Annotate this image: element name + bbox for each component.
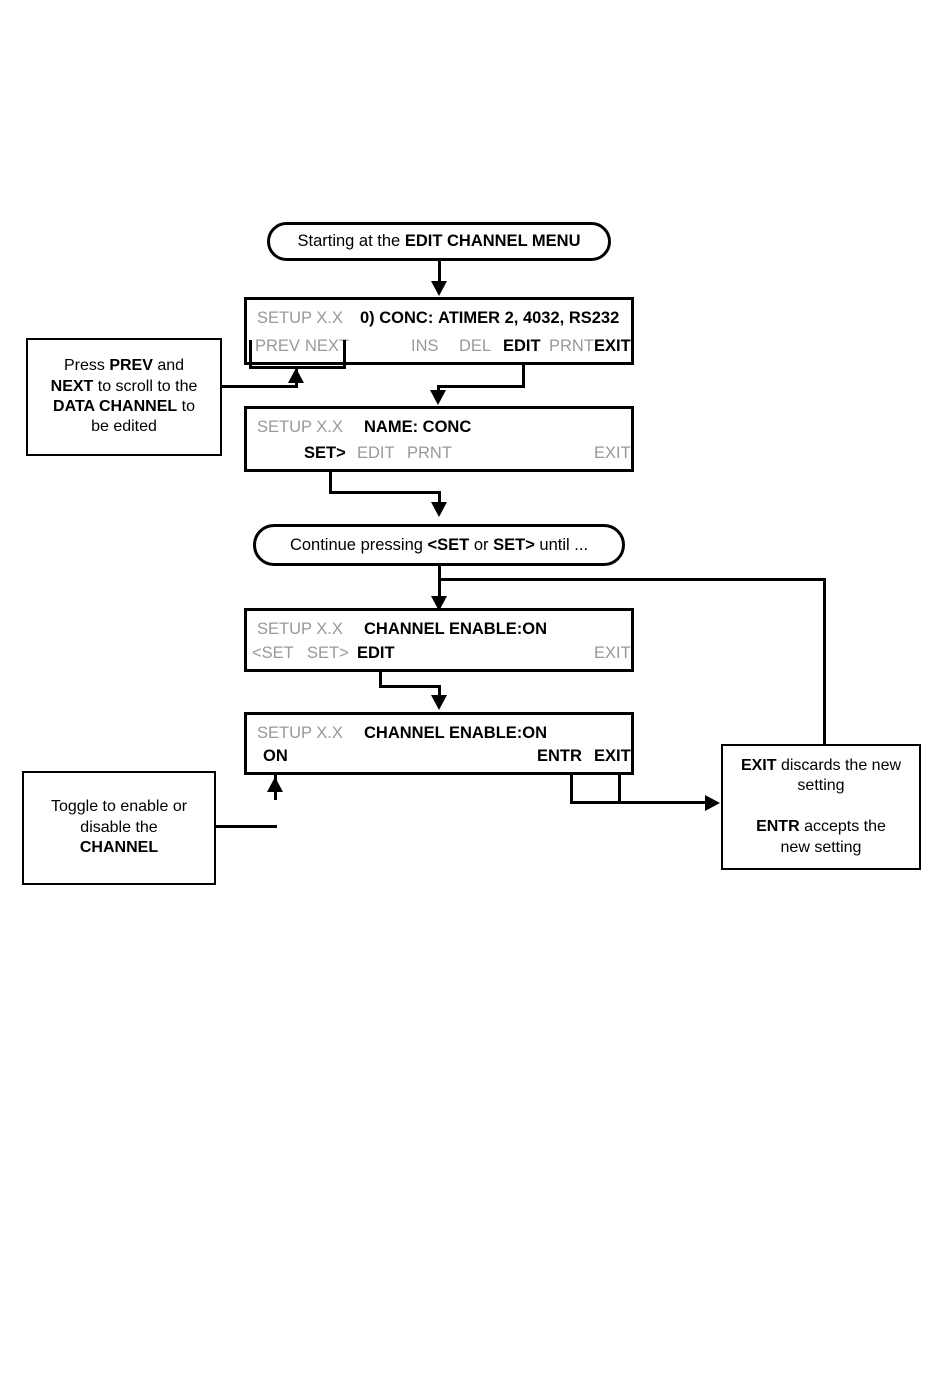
softkey-edit-name[interactable]: EDIT bbox=[357, 444, 395, 462]
softkey-prev[interactable]: PREV bbox=[255, 337, 300, 355]
display-channel-enable[interactable]: SETUP X.X CHANNEL ENABLE:ON <SET SET> ED… bbox=[244, 608, 634, 672]
display-conc[interactable]: SETUP X.X 0) CONC: ATIMER 2, 4032, RS232… bbox=[244, 297, 634, 365]
start-oval-text: Starting at the EDIT CHANNEL MENU bbox=[297, 232, 581, 250]
display-channel-enable-edit[interactable]: SETUP X.X CHANNEL ENABLE:ON ON ENTR EXIT bbox=[244, 712, 634, 775]
softkey-exit-name[interactable]: EXIT bbox=[594, 444, 631, 462]
bracket-prevnext-right bbox=[343, 340, 346, 369]
arrowhead-down-to-continue bbox=[431, 502, 447, 517]
connector-set-down-2 bbox=[438, 491, 441, 508]
softkey-exit-chanen[interactable]: EXIT bbox=[594, 644, 631, 662]
start-oval: Starting at the EDIT CHANNEL MENU bbox=[267, 222, 611, 261]
display-conc-title-value: ATIMER 2, 4032, RS232 bbox=[438, 309, 620, 327]
softkey-set-next-chanen[interactable]: SET> bbox=[307, 644, 349, 662]
softkey-edit[interactable]: EDIT bbox=[503, 337, 541, 355]
softkey-set-prev-chanen[interactable]: <SET bbox=[252, 644, 294, 662]
connector-entr-down bbox=[570, 773, 573, 803]
continue-oval: Continue pressing <SET or SET> until ... bbox=[253, 524, 625, 566]
arrowhead-down-to-name bbox=[430, 390, 446, 405]
connector-set-right bbox=[329, 491, 441, 494]
arrowhead-down-to-conc bbox=[431, 281, 447, 296]
display-chanen-edit-title: CHANNEL ENABLE:ON bbox=[364, 724, 548, 742]
display-conc-softkeys: PREV NEXT INS DEL EDIT PRNT EXIT bbox=[247, 333, 631, 359]
display-conc-line1: SETUP X.X 0) CONC: ATIMER 2, 4032, RS232 bbox=[247, 305, 631, 331]
softkey-del[interactable]: DEL bbox=[459, 337, 492, 355]
display-chanen-edit-softkeys: ON ENTR EXIT bbox=[247, 743, 631, 769]
arrowhead-down-to-chanen bbox=[431, 596, 447, 611]
arrowhead-up-to-prevnext bbox=[288, 368, 304, 383]
connector-editchan-down-2 bbox=[438, 685, 441, 697]
display-chanen-setup-label: SETUP X.X bbox=[257, 620, 343, 638]
connector-set-down-1 bbox=[329, 470, 332, 494]
connector-continue-down bbox=[438, 566, 441, 600]
softkey-entr[interactable]: ENTR bbox=[537, 747, 582, 765]
connector-branch-down-to-note bbox=[823, 578, 826, 744]
display-name-line1: SETUP X.X NAME: CONC bbox=[247, 414, 631, 440]
softkey-exit-edit[interactable]: EXIT bbox=[594, 747, 631, 765]
arrowhead-down-to-chanen-edit bbox=[431, 695, 447, 710]
connector-entr-exit-right bbox=[570, 801, 707, 804]
connector-note-prevnext-h bbox=[222, 385, 298, 388]
connector-continue-branch-right bbox=[438, 578, 826, 581]
softkey-prnt[interactable]: PRNT bbox=[549, 337, 594, 355]
connector-edit-down-1 bbox=[522, 363, 525, 387]
continue-oval-text: Continue pressing <SET or SET> until ... bbox=[289, 535, 589, 554]
softkey-on-toggle[interactable]: ON bbox=[263, 747, 288, 765]
softkey-set-next[interactable]: SET> bbox=[304, 444, 346, 462]
softkey-edit-chanen[interactable]: EDIT bbox=[357, 644, 395, 662]
bracket-prevnext-left bbox=[249, 340, 252, 369]
display-chanen-title: CHANNEL ENABLE:ON bbox=[364, 620, 548, 638]
display-name-softkeys: SET> EDIT PRNT EXIT bbox=[247, 440, 631, 466]
display-conc-setup-label: SETUP X.X bbox=[257, 309, 343, 327]
connector-editchan-right bbox=[379, 685, 441, 688]
softkey-prnt-name[interactable]: PRNT bbox=[407, 444, 452, 462]
display-chanen-edit-setup-label: SETUP X.X bbox=[257, 724, 343, 742]
display-chanen-edit-line1: SETUP X.X CHANNEL ENABLE:ON bbox=[247, 720, 631, 746]
display-name-title: NAME: CONC bbox=[364, 418, 472, 436]
display-name-setup-label: SETUP X.X bbox=[257, 418, 343, 436]
softkey-next[interactable]: NEXT bbox=[305, 337, 350, 355]
connector-toggle-h bbox=[216, 825, 277, 828]
connector-start-to-conc bbox=[438, 261, 441, 283]
display-chanen-line1: SETUP X.X CHANNEL ENABLE:ON bbox=[247, 616, 631, 642]
softkey-exit[interactable]: EXIT bbox=[594, 337, 631, 355]
connector-edit-left bbox=[437, 385, 525, 388]
display-name[interactable]: SETUP X.X NAME: CONC SET> EDIT PRNT EXIT bbox=[244, 406, 634, 472]
display-chanen-softkeys: <SET SET> EDIT EXIT bbox=[247, 640, 631, 666]
display-conc-title-index: 0) CONC: bbox=[360, 309, 434, 327]
connector-editchan-down-1 bbox=[379, 670, 382, 688]
connector-exit-down bbox=[618, 773, 621, 803]
arrowhead-up-to-on bbox=[267, 777, 283, 792]
softkey-ins[interactable]: INS bbox=[411, 337, 439, 355]
arrowhead-right-to-note bbox=[705, 795, 720, 811]
